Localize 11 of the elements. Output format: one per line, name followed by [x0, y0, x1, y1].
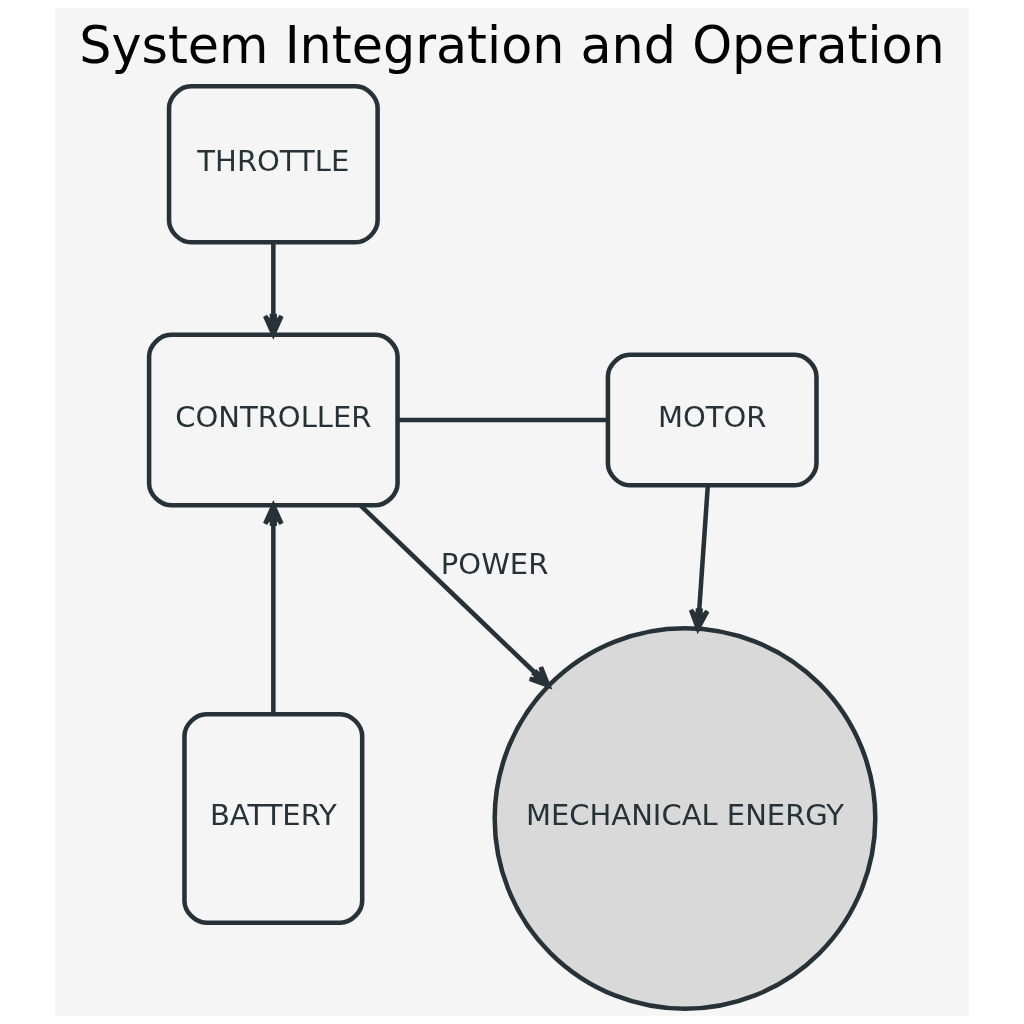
arrow	[262, 242, 284, 337]
arrow	[688, 485, 711, 631]
connector	[397, 417, 608, 423]
node-box: CONTROLLER	[146, 332, 400, 508]
edge-label: POWER	[440, 546, 549, 581]
node-box: THROTTLE	[166, 84, 380, 245]
node-box: MOTOR	[605, 352, 819, 488]
arrow	[262, 503, 284, 715]
diagram-title: System Integration and Operation	[79, 16, 945, 76]
node-circle: MECHANICAL ENERGY	[492, 625, 878, 1012]
node-box: BATTERY	[182, 711, 365, 926]
